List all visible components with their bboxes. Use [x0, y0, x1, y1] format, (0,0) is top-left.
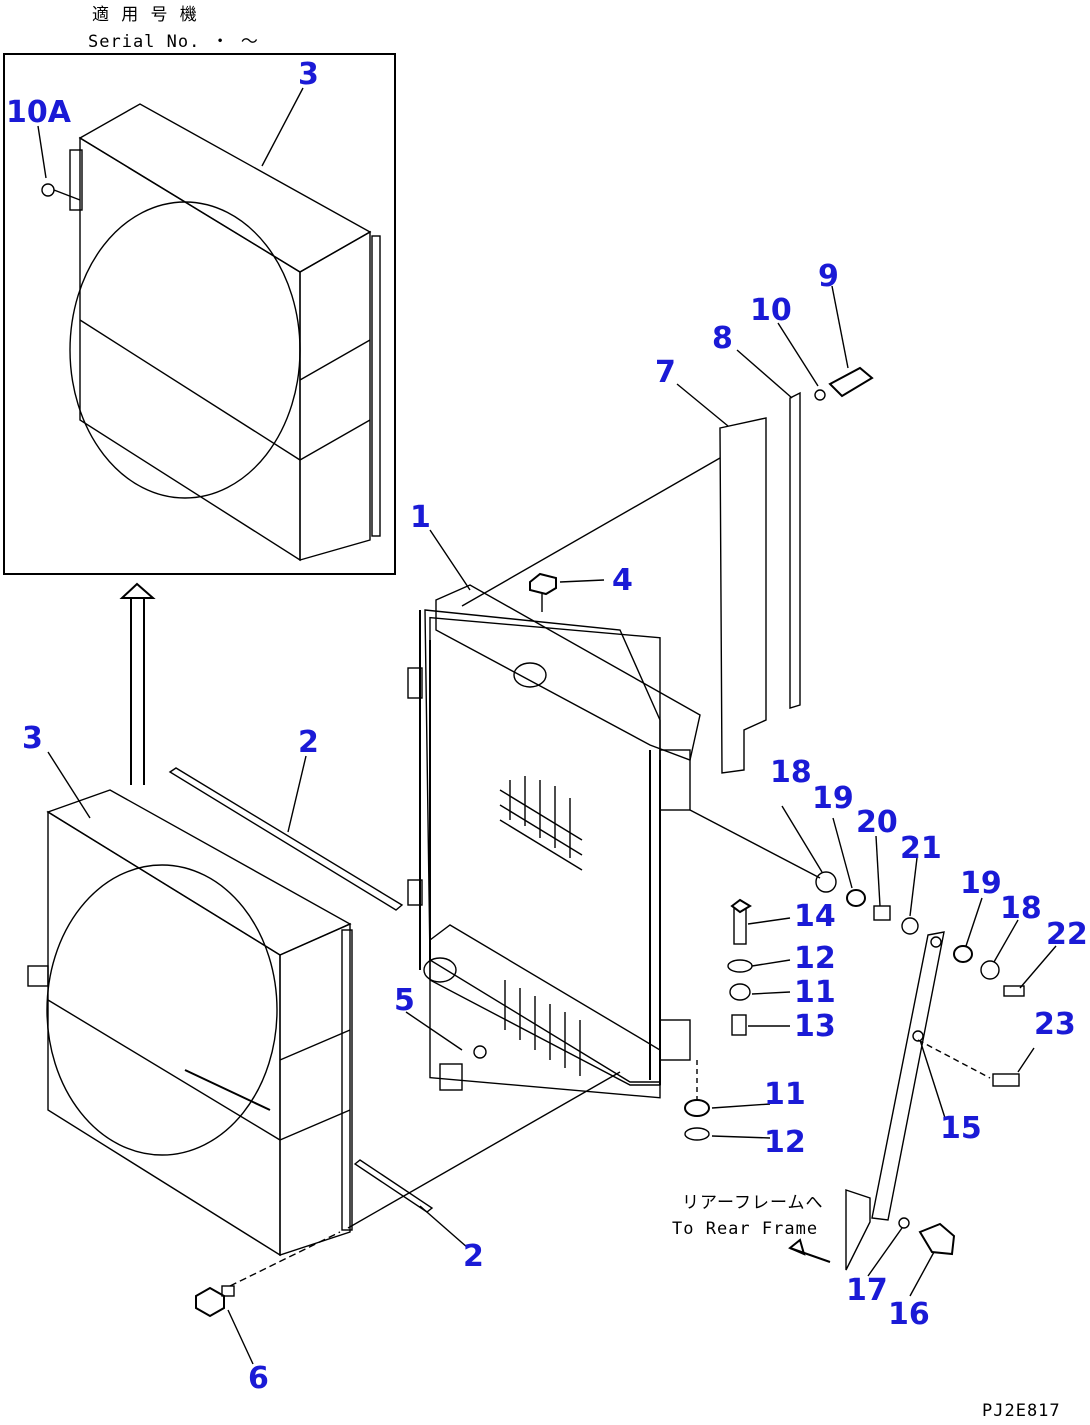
- callout-5: 5: [394, 983, 415, 1018]
- callout-19-b: 19: [960, 866, 1002, 901]
- stay-hardware: [689, 809, 1025, 1087]
- callout-4: 4: [612, 563, 633, 598]
- leader-lines: [37, 87, 1057, 1365]
- rear-frame-note-en: To Rear Frame: [672, 1219, 818, 1239]
- seal-strips: [168, 767, 434, 1213]
- callout-22: 22: [1046, 917, 1088, 952]
- spacer-19b: [953, 945, 973, 963]
- callout-9: 9: [818, 259, 839, 294]
- washer-10: [814, 389, 826, 401]
- up-arrow: [119, 582, 156, 785]
- bolt-16: [918, 1222, 956, 1256]
- radiator: [407, 584, 701, 1099]
- drain-valve-5: [439, 1045, 487, 1091]
- callouts: 3 10A 9 10 8 7 1 4 3 2 18 19 20 21 19 18…: [6, 57, 1088, 1396]
- washer-12a: [727, 959, 753, 973]
- inset-frame: [3, 53, 396, 575]
- callout-20: 20: [856, 805, 898, 840]
- callout-18-a: 18: [770, 755, 812, 790]
- fan-shroud: [27, 789, 353, 1257]
- callout-13: 13: [794, 1009, 836, 1044]
- callout-16: 16: [888, 1297, 930, 1332]
- washer-17: [898, 1217, 910, 1229]
- callout-11-a: 11: [794, 975, 836, 1010]
- radiator-core-grid: [499, 776, 583, 871]
- side-plate-8: [789, 391, 801, 709]
- callout-3-inset: 3: [298, 57, 319, 92]
- inset-nut-10a: [41, 183, 55, 197]
- callout-18-b: 18: [1000, 891, 1042, 926]
- callout-11-b: 11: [764, 1077, 806, 1112]
- callout-21: 21: [900, 831, 942, 866]
- callout-12-a: 12: [794, 941, 836, 976]
- plate-leader: [461, 457, 721, 607]
- bolt-22: [1003, 985, 1025, 997]
- mount-hardware: [684, 898, 753, 1141]
- rear-frame-note-jp: リアーフレームへ: [682, 1193, 823, 1213]
- callout-7: 7: [655, 355, 676, 390]
- washer-12b: [684, 1127, 710, 1141]
- callout-6: 6: [248, 1361, 269, 1396]
- bolt-6: [195, 1231, 341, 1318]
- callout-3-main: 3: [22, 721, 43, 756]
- bolt-9: [814, 366, 874, 401]
- serial-note-jp: 適 用 号 機: [92, 5, 198, 25]
- collar-13: [731, 1014, 747, 1036]
- drawing-code: PJ2E817: [982, 1401, 1061, 1421]
- spacer-19a: [846, 889, 866, 907]
- callout-23: 23: [1034, 1007, 1076, 1042]
- callout-2-top: 2: [298, 725, 319, 760]
- collar-20: [873, 905, 891, 921]
- serial-note-en: Serial No. ・ ～: [88, 32, 259, 52]
- rear-bracket: [788, 1189, 956, 1271]
- stay-15: [871, 931, 945, 1221]
- nut-21: [901, 917, 919, 935]
- inset-fan-shroud: [41, 103, 381, 562]
- side-plate-7: [719, 417, 767, 774]
- washer-18a: [815, 871, 837, 893]
- callout-15: 15: [940, 1111, 982, 1146]
- callout-1: 1: [410, 500, 431, 535]
- callout-12-b: 12: [764, 1125, 806, 1160]
- callout-8: 8: [712, 321, 733, 356]
- callout-10a: 10A: [6, 95, 72, 130]
- radiator-bottom-fins: [504, 980, 581, 1076]
- callout-19-a: 19: [812, 781, 854, 816]
- callout-17: 17: [846, 1273, 888, 1308]
- cushion-11a: [729, 983, 751, 1001]
- callout-10: 10: [750, 293, 792, 328]
- callout-2-bottom: 2: [463, 1239, 484, 1274]
- bolt-23: [992, 1073, 1020, 1087]
- callout-14: 14: [794, 899, 836, 934]
- cushion-11b: [684, 1099, 710, 1117]
- washer-18b: [980, 960, 1000, 980]
- radiator-cap-4: [529, 572, 557, 612]
